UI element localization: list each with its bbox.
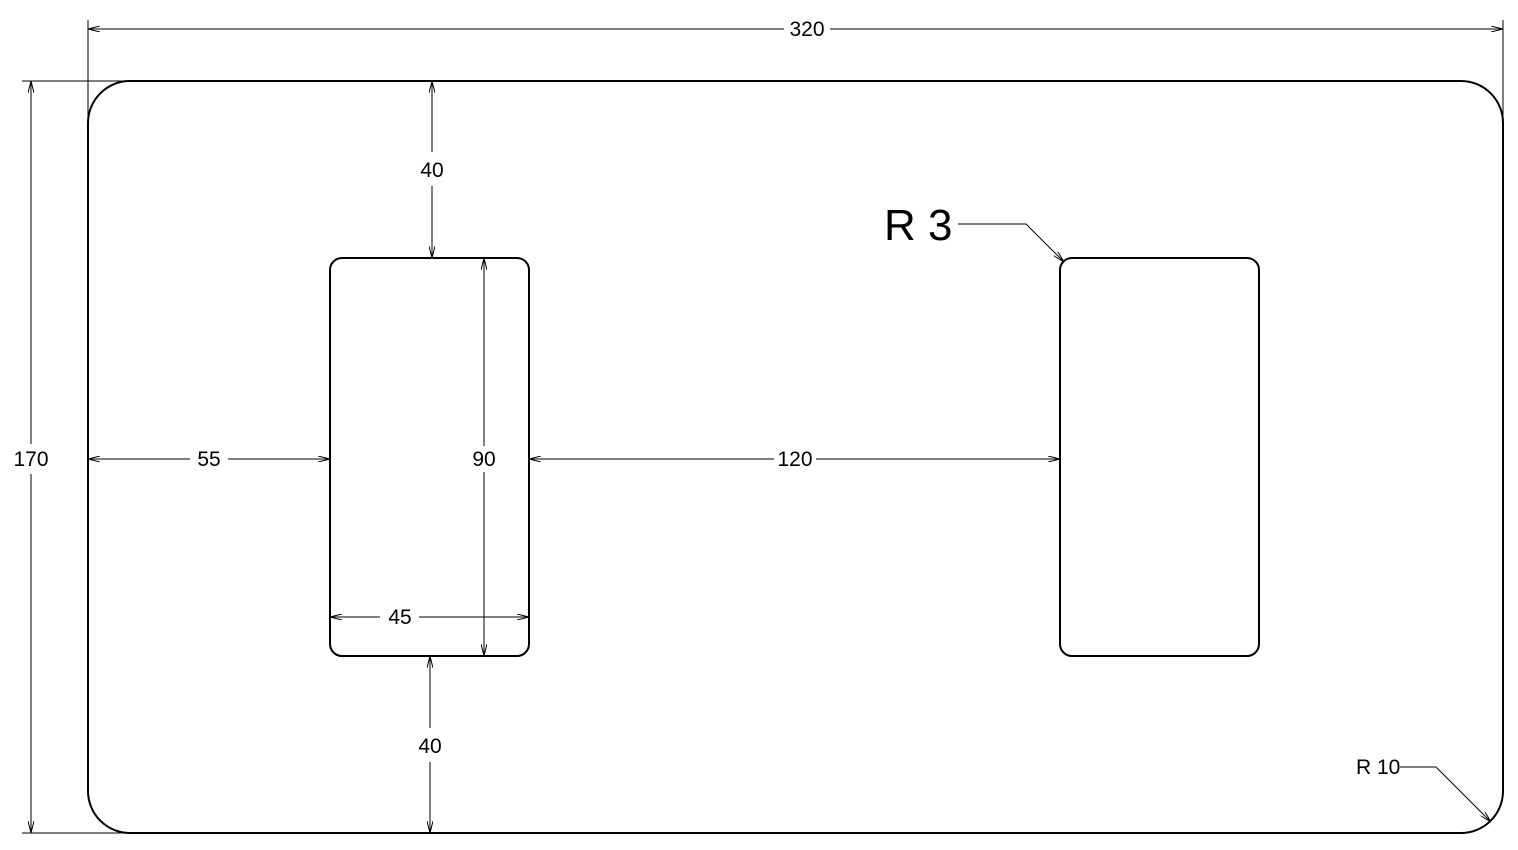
dimension-label: 40	[418, 735, 441, 758]
dimension-label: 40	[420, 159, 443, 182]
dimension-slot-radius: R 3	[884, 201, 1064, 262]
dimension-label: 55	[197, 448, 220, 471]
dimension-slot-width: 45	[330, 606, 529, 629]
right-slot	[1059, 257, 1260, 657]
radius-label: R 3	[884, 201, 952, 250]
dimension-label: 120	[777, 448, 812, 471]
dimension-slot-gap: 120	[529, 448, 1060, 471]
dimension-overall-width: 320	[88, 18, 1503, 41]
dimension-slot-height: 90	[468, 258, 500, 656]
dimension-corner-radius: R 10	[1356, 756, 1491, 822]
dimension-label: 320	[789, 18, 824, 41]
dimension-left-offset: 55	[88, 448, 330, 471]
dimension-bottom-margin: 40	[418, 656, 442, 833]
dimension-top-margin: 40	[420, 81, 444, 258]
dimension-label: 170	[13, 448, 48, 471]
radius-label: R 10	[1356, 756, 1400, 779]
extension-lines	[22, 20, 1504, 834]
dimension-label: 90	[472, 448, 495, 471]
dimension-label: 45	[388, 606, 411, 629]
dimension-overall-height: 170	[13, 81, 49, 833]
